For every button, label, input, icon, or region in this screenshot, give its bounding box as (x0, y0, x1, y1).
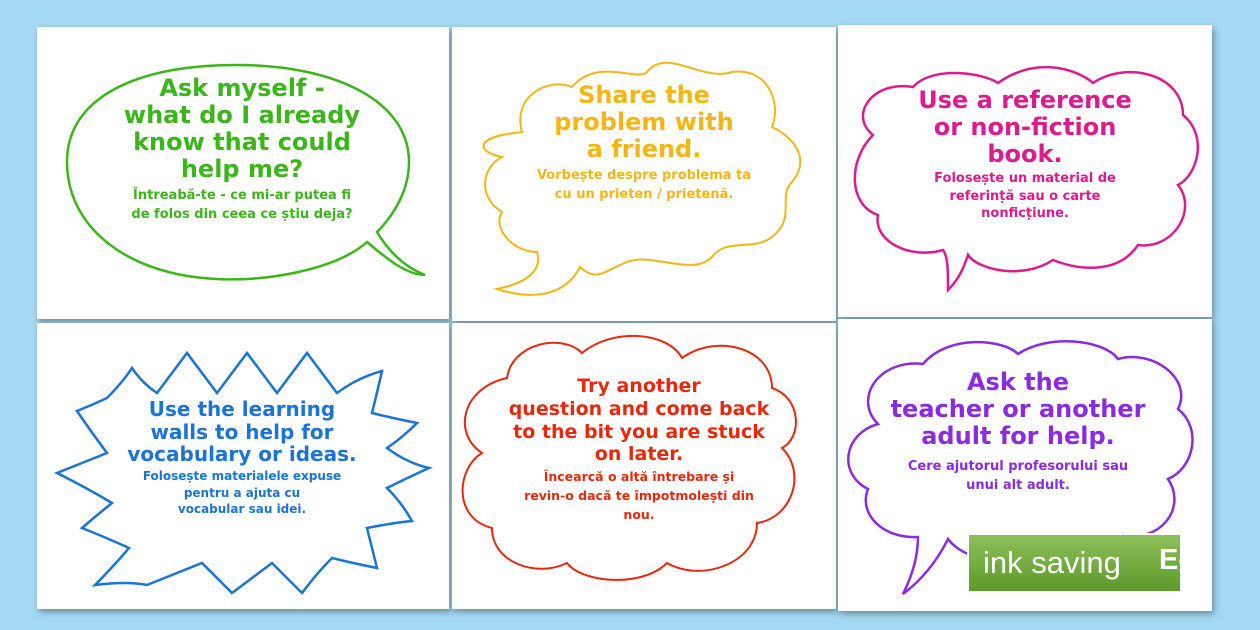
romanian-line: cu un prieten / prietenă. (554, 187, 734, 203)
romanian-line: Vorbește despre problema ta (536, 168, 752, 184)
eco-label: Eco (1159, 544, 1213, 576)
romanian-line: referință sau o carte (949, 188, 1101, 204)
romanian-line: pentru a ajuta cu (183, 485, 301, 500)
card-ask-myself: Ask myself - what do I already know that… (37, 27, 449, 319)
english-line: Ask myself - (159, 74, 325, 102)
card-text: Ask myself - what do I already know that… (92, 74, 392, 225)
card-ask-teacher: Ask the teacher or another adult for hel… (838, 319, 1212, 611)
romanian-line: Folosește un material de (934, 171, 1116, 187)
card-try-another-question: Try another question and come back to th… (452, 323, 836, 609)
romanian-line: Încearcă o altă întrebare și (543, 469, 735, 485)
ink-saving-label: ink saving (983, 545, 1121, 580)
english-line: teacher or another (890, 395, 1146, 424)
english-line: Share the (578, 81, 710, 109)
english-line: a friend. (586, 135, 702, 164)
romanian-line: nou. (623, 506, 655, 522)
card-text: Try another question and come back to th… (484, 375, 794, 524)
romanian-text: Încearcă o altă întrebare și revin-o dac… (484, 468, 794, 524)
card-reference-book: Use a reference or non-fiction book. Fol… (838, 25, 1212, 317)
ink-saving-banner: ink saving (967, 533, 1182, 593)
english-line: Ask the (966, 368, 1069, 396)
romanian-line: Întreabă-te - ce mi-ar putea fi (133, 188, 351, 204)
english-line: problem with (554, 108, 734, 137)
romanian-line: nonficțiune. (981, 206, 1069, 222)
card-share-problem: Share the problem with a friend. Vorbeșt… (452, 27, 836, 321)
english-line: vocabulary or ideas. (127, 442, 357, 467)
english-line: help me? (180, 155, 304, 184)
english-line: or non-fiction (933, 113, 1117, 142)
english-line: Use a reference (918, 86, 1132, 114)
card-text: Use a reference or non-fiction book. Fol… (875, 86, 1175, 223)
cloud-speech-bubble-shape (461, 335, 797, 581)
spiky-speech-bubble-shape (53, 350, 433, 595)
eco-ink-saving-badge: ink saving Eco (967, 530, 1247, 596)
english-line: Use the learning (148, 397, 336, 421)
english-line: question and come back (508, 397, 770, 420)
english-line: walls to help for (150, 419, 334, 444)
oval-speech-bubble-shape (65, 63, 426, 281)
romanian-text: Folosește un material de referință sau o… (875, 170, 1175, 223)
english-text: Share the problem with a friend. (494, 81, 794, 164)
card-text: Ask the teacher or another adult for hel… (858, 368, 1178, 496)
english-text: Use a reference or non-fiction book. (875, 86, 1175, 169)
leaf-icon (967, 480, 1057, 630)
cloud-speech-bubble-shape (853, 65, 1200, 294)
english-line: adult for help. (921, 422, 1115, 451)
romanian-line: Folosește materialele expuse (142, 468, 342, 483)
card-text: Share the problem with a friend. Vorbeșt… (494, 81, 794, 205)
romanian-line: vocabular sau idei. (177, 502, 307, 517)
english-line: to the bit you are stuck (513, 420, 765, 443)
romanian-text: Vorbește despre problema ta cu un priete… (494, 167, 794, 205)
english-text: Use the learning walls to help for vocab… (92, 398, 392, 466)
wavy-speech-bubble-shape (482, 61, 802, 296)
romanian-line: revin-o dacă te împotmolești din (524, 487, 754, 503)
romanian-line: unui alt adult. (966, 478, 1070, 494)
romanian-text: Cere ajutorul profesorului sau unui alt … (858, 458, 1178, 496)
english-line: on later. (594, 443, 684, 466)
romanian-line: de folos din ceea ce știu deja? (131, 207, 353, 223)
romanian-line: Cere ajutorul profesorului sau (907, 459, 1129, 475)
english-text: Try another question and come back to th… (484, 375, 794, 466)
english-line: know that could (133, 128, 351, 157)
english-line: Try another (577, 375, 701, 397)
romanian-text: Folosește materialele expuse pentru a aj… (92, 468, 392, 518)
card-learning-walls: Use the learning walls to help for vocab… (37, 323, 449, 609)
english-text: Ask myself - what do I already know that… (92, 74, 392, 184)
card-text: Use the learning walls to help for vocab… (92, 398, 392, 518)
romanian-text: Întreabă-te - ce mi-ar putea fi de folos… (92, 187, 392, 225)
english-text: Ask the teacher or another adult for hel… (858, 368, 1178, 451)
english-line: what do I already (123, 101, 361, 130)
english-line: book. (987, 140, 1063, 169)
